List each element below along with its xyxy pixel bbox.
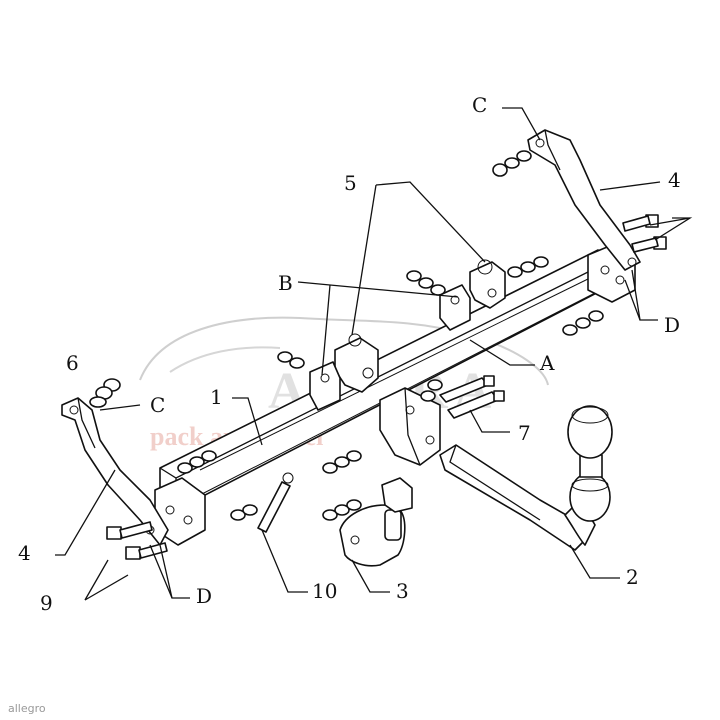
label-c-top: C (472, 93, 487, 117)
label-a: A (539, 351, 555, 375)
label-d-right: D (664, 313, 680, 337)
label-6: 6 (66, 351, 79, 375)
label-2: 2 (626, 565, 639, 589)
socket-plate-part-3 (339, 477, 413, 567)
side-bracket-right-part-4 (527, 129, 641, 271)
footer-source: allegro (8, 702, 46, 715)
pin-part-10 (257, 472, 294, 533)
leader-lines (55, 107, 693, 601)
label-10: 10 (312, 579, 337, 603)
label-7: 7 (518, 421, 531, 445)
hitch-bracket (379, 387, 441, 466)
washer-6-group (89, 378, 121, 408)
label-4-left: 4 (18, 541, 31, 565)
label-c-left: C (150, 393, 165, 417)
towball-part-2 (439, 405, 613, 551)
bolts-part-7 (439, 375, 505, 419)
allegro-logo-icon: allegro (8, 702, 46, 715)
side-bracket-left-part-4 (61, 397, 169, 546)
label-b: B (278, 271, 293, 295)
label-3: 3 (396, 579, 409, 603)
label-4-top: 4 (668, 168, 681, 192)
label-9: 9 (40, 591, 53, 615)
label-d-left: D (196, 584, 212, 608)
nuts-washers (89, 150, 604, 521)
part-labels: C 4 5 B D A 6 1 C 7 4 2 3 10 D 9 (18, 93, 681, 615)
label-5: 5 (344, 171, 357, 195)
mounting-plates-part-5 (309, 259, 506, 411)
label-1: 1 (210, 385, 223, 409)
